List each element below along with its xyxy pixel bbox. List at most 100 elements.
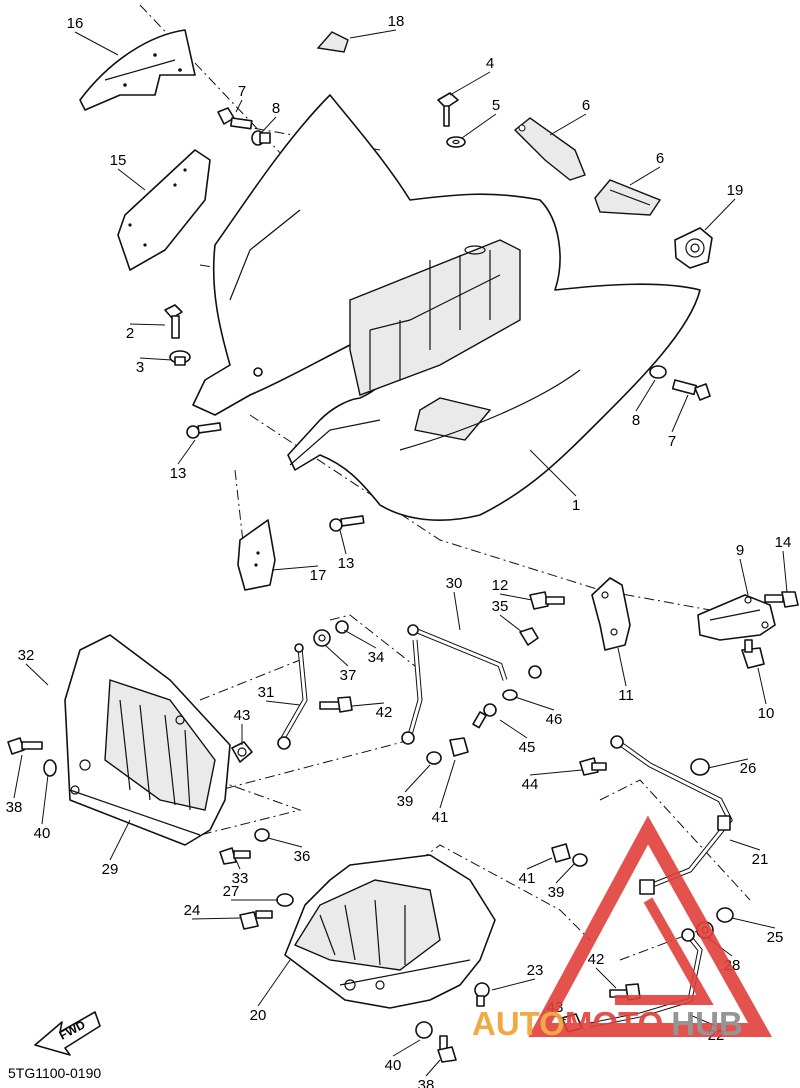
callout-leader-25 — [731, 917, 776, 929]
callout-leader-29 — [109, 819, 131, 861]
callout-label-38: 38 — [418, 1077, 435, 1088]
callout-label-34: 34 — [368, 649, 385, 666]
part-washer-36 — [254, 828, 270, 842]
callout-label-23: 23 — [527, 962, 544, 979]
part-bolt-42a — [319, 696, 353, 713]
watermark-inner-icon — [615, 897, 714, 1005]
part-bolt-24 — [239, 910, 273, 930]
callout-leader-7 — [671, 394, 689, 433]
callout-label-1: 1 — [572, 497, 580, 514]
callout-label-10: 10 — [758, 705, 775, 722]
part-collar-8a — [251, 130, 271, 146]
callout-label-24: 24 — [184, 902, 201, 919]
callout-label-37: 37 — [340, 667, 357, 684]
callout-leader-3 — [139, 357, 173, 361]
callout-label-43: 43 — [234, 707, 251, 724]
part-washer-40b — [415, 1021, 433, 1039]
callout-leader-20 — [257, 959, 291, 1007]
part-bracket-9 — [697, 594, 776, 641]
callout-leader-6 — [549, 113, 587, 136]
callout-leader-12 — [499, 593, 533, 601]
part-collar-26 — [690, 758, 710, 776]
callout-leader-35 — [499, 614, 523, 633]
watermark-hub: HUB — [671, 1005, 743, 1042]
callout-leader-14 — [782, 550, 788, 593]
part-bolt-7b — [671, 379, 711, 401]
part-rear-fender-1 — [192, 94, 701, 521]
callout-label-46: 46 — [546, 711, 563, 728]
callout-label-4: 4 — [486, 55, 494, 72]
part-nut-35 — [519, 627, 539, 646]
part-collar-37 — [313, 629, 331, 647]
callout-leader-43 — [554, 1015, 567, 1021]
callout-leader-37 — [324, 644, 349, 667]
callout-leader-24 — [191, 917, 241, 920]
watermark-auto: AUTO — [472, 1005, 565, 1042]
callout-label-40: 40 — [385, 1057, 402, 1074]
callout-label-33: 33 — [232, 870, 249, 887]
part-washer-40a — [43, 759, 57, 777]
part-nut-41b — [551, 843, 571, 863]
callout-label-6: 6 — [582, 97, 590, 114]
callout-leader-41 — [439, 759, 456, 809]
part-decal-17 — [237, 519, 276, 591]
part-mudguard-20 — [284, 854, 496, 1009]
callout-label-32: 32 — [18, 647, 35, 664]
callout-label-19: 19 — [727, 182, 744, 199]
watermark-triangle-icon — [528, 815, 772, 1037]
callout-leader-6 — [629, 166, 661, 186]
callout-leader-1 — [529, 449, 577, 497]
callout-label-7: 7 — [668, 433, 676, 450]
callout-label-21: 21 — [752, 851, 769, 868]
callout-leader-42 — [595, 967, 617, 989]
callout-leader-38 — [425, 1059, 441, 1077]
callout-label-8: 8 — [632, 412, 640, 429]
part-nut-43a — [231, 741, 253, 763]
callout-label-41: 41 — [432, 809, 449, 826]
part-collar-25 — [716, 907, 734, 923]
callout-leader-34 — [343, 629, 377, 649]
callout-label-13: 13 — [170, 465, 187, 482]
part-bolt-10 — [741, 639, 765, 669]
part-washer-5 — [446, 136, 466, 148]
callout-leader-30 — [453, 591, 461, 631]
part-collar-39b — [572, 853, 588, 867]
part-bolt-4 — [437, 92, 459, 127]
callout-label-17: 17 — [310, 567, 327, 584]
part-bracket-6a — [513, 117, 586, 181]
callout-label-42: 42 — [376, 704, 393, 721]
callout-label-26: 26 — [740, 760, 757, 777]
callout-label-16: 16 — [67, 15, 84, 32]
callout-label-20: 20 — [250, 1007, 267, 1024]
callout-label-5: 5 — [492, 97, 500, 114]
callout-label-6: 6 — [656, 150, 664, 167]
part-collar-39a — [426, 751, 442, 765]
part-bolt-45 — [472, 703, 497, 729]
callout-label-8: 8 — [272, 100, 280, 117]
callout-leader-31 — [265, 700, 301, 706]
part-bolt-38b — [437, 1035, 457, 1063]
callout-leader-40 — [392, 1039, 421, 1057]
part-bolt-2 — [164, 304, 183, 339]
part-washer-46 — [502, 689, 518, 701]
callout-label-45: 45 — [519, 739, 536, 756]
diagram-code: 5TG1100-0190 — [8, 1065, 101, 1081]
callout-leader-33 — [235, 859, 241, 870]
part-nut-41a — [449, 737, 469, 757]
callout-label-35: 35 — [492, 598, 509, 615]
callout-label-41: 41 — [519, 870, 536, 887]
callout-leader-7 — [235, 99, 243, 113]
callout-leader-15 — [117, 168, 146, 191]
part-nut-44 — [579, 757, 607, 776]
callout-label-25: 25 — [767, 929, 784, 946]
callout-leader-2 — [129, 323, 166, 326]
part-decal-16 — [79, 29, 196, 111]
callout-leader-23 — [491, 978, 536, 991]
part-bolt-38a — [7, 737, 43, 755]
part-bolt-33 — [219, 847, 251, 865]
callout-label-44: 44 — [522, 776, 539, 793]
